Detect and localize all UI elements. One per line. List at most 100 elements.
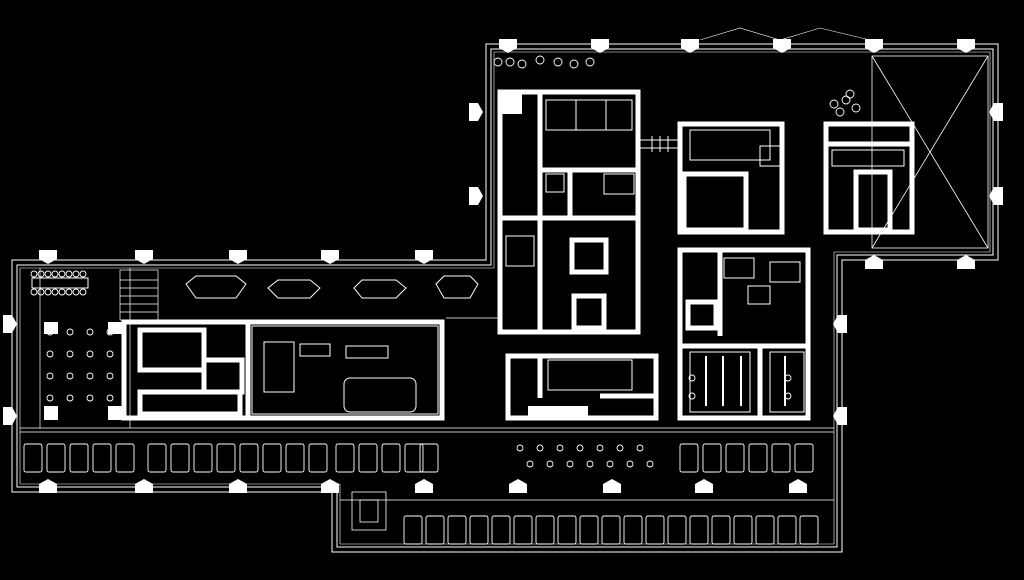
tree-icon bbox=[835, 107, 845, 117]
interior-partitions bbox=[251, 99, 905, 415]
tree-icon bbox=[569, 59, 579, 69]
chair-icon bbox=[784, 392, 792, 400]
column-icon bbox=[135, 479, 153, 493]
parking-bay-icon bbox=[645, 515, 665, 545]
column-icon bbox=[509, 479, 527, 493]
column-icon bbox=[229, 479, 247, 493]
parking-bay-icon bbox=[513, 515, 533, 545]
chair-icon bbox=[44, 270, 52, 278]
parking-bay-icon bbox=[23, 443, 819, 545]
chair-icon bbox=[51, 288, 59, 296]
column-icon bbox=[39, 250, 57, 264]
parking-bay-icon bbox=[579, 515, 599, 545]
column-icon bbox=[695, 479, 713, 493]
chair-icon bbox=[79, 288, 87, 296]
conference-table-icon bbox=[31, 277, 89, 289]
parking-bay-icon bbox=[403, 515, 423, 545]
chair-icon bbox=[72, 288, 80, 296]
chair-icon bbox=[30, 270, 38, 278]
chair-icon bbox=[37, 270, 45, 278]
parking-bay-icon bbox=[733, 515, 753, 545]
parking-bay-icon bbox=[46, 443, 66, 473]
atrium-void bbox=[699, 27, 989, 249]
chair-icon bbox=[586, 460, 594, 468]
chair-icon bbox=[66, 394, 74, 402]
parking-bay-icon bbox=[799, 515, 819, 545]
parking-bay-icon bbox=[262, 443, 282, 473]
column-icon bbox=[321, 479, 339, 493]
chair-icon bbox=[46, 372, 54, 380]
column-icon bbox=[3, 315, 17, 333]
parking-bay-icon bbox=[425, 515, 445, 545]
staircase-icon bbox=[119, 269, 159, 321]
staircase-icon bbox=[351, 491, 387, 531]
chair-icon bbox=[106, 350, 114, 358]
column-icon bbox=[469, 187, 483, 205]
chair-icon bbox=[65, 288, 73, 296]
chair-icon bbox=[526, 460, 534, 468]
column-icon bbox=[229, 250, 247, 264]
column-icon bbox=[39, 479, 57, 493]
column-icon bbox=[957, 255, 975, 269]
tree-icon bbox=[841, 95, 851, 105]
chair-icon bbox=[46, 394, 54, 402]
parking-bay-icon bbox=[216, 443, 236, 473]
chair-icon bbox=[79, 270, 87, 278]
chair-icon bbox=[66, 328, 74, 336]
chair-icon bbox=[784, 374, 792, 382]
chair-icon bbox=[606, 460, 614, 468]
column-icon bbox=[957, 39, 975, 53]
parking-bay-icon bbox=[447, 515, 467, 545]
parking-bay-icon bbox=[23, 443, 43, 473]
chair-icon bbox=[106, 372, 114, 380]
column-icon bbox=[789, 479, 807, 493]
parking-bay-icon bbox=[381, 443, 401, 473]
column-icon bbox=[603, 479, 621, 493]
parking-bay-icon bbox=[702, 443, 722, 473]
chair-icon bbox=[86, 350, 94, 358]
chair-icon bbox=[37, 288, 45, 296]
parking-bay-icon bbox=[308, 443, 328, 473]
parking-bay-icon bbox=[404, 443, 424, 473]
chair-icon bbox=[636, 444, 644, 452]
column-icon bbox=[3, 407, 17, 425]
tree-icon bbox=[585, 57, 595, 67]
chair-icon bbox=[30, 288, 38, 296]
parking-bay-icon bbox=[667, 515, 687, 545]
parking-bay-icon bbox=[755, 515, 775, 545]
chair-icon bbox=[566, 460, 574, 468]
tree-icon bbox=[535, 55, 545, 65]
chair-icon bbox=[86, 372, 94, 380]
column-icon bbox=[989, 103, 1003, 121]
parking-bay-icon bbox=[689, 515, 709, 545]
parking-bay-icon bbox=[748, 443, 768, 473]
column-icon bbox=[321, 250, 339, 264]
parking-bay-icon bbox=[285, 443, 305, 473]
column-icon bbox=[833, 407, 847, 425]
tree-icon bbox=[553, 57, 563, 67]
parking-bay-icon bbox=[725, 443, 745, 473]
chair-icon bbox=[86, 394, 94, 402]
chair-icon bbox=[51, 270, 59, 278]
column-icon bbox=[415, 250, 433, 264]
outer-perimeter bbox=[11, 43, 999, 553]
column-icon bbox=[3, 39, 1003, 493]
chair-icon bbox=[688, 392, 696, 400]
tree-icon bbox=[517, 59, 527, 69]
chair-icon bbox=[65, 270, 73, 278]
parking-bay-icon bbox=[469, 515, 489, 545]
chair-icon bbox=[66, 372, 74, 380]
column-icon bbox=[865, 255, 883, 269]
column-icon bbox=[469, 103, 483, 121]
parking-bay-icon bbox=[711, 515, 731, 545]
chair-icon bbox=[30, 270, 792, 468]
parking-bay-icon bbox=[777, 515, 797, 545]
parking-bay-icon bbox=[170, 443, 190, 473]
tree-icon bbox=[851, 103, 861, 113]
column-icon bbox=[833, 315, 847, 333]
column-icon bbox=[591, 39, 609, 53]
parking-bay-icon bbox=[147, 443, 167, 473]
parking-bay-icon bbox=[69, 443, 89, 473]
chair-icon bbox=[66, 350, 74, 358]
